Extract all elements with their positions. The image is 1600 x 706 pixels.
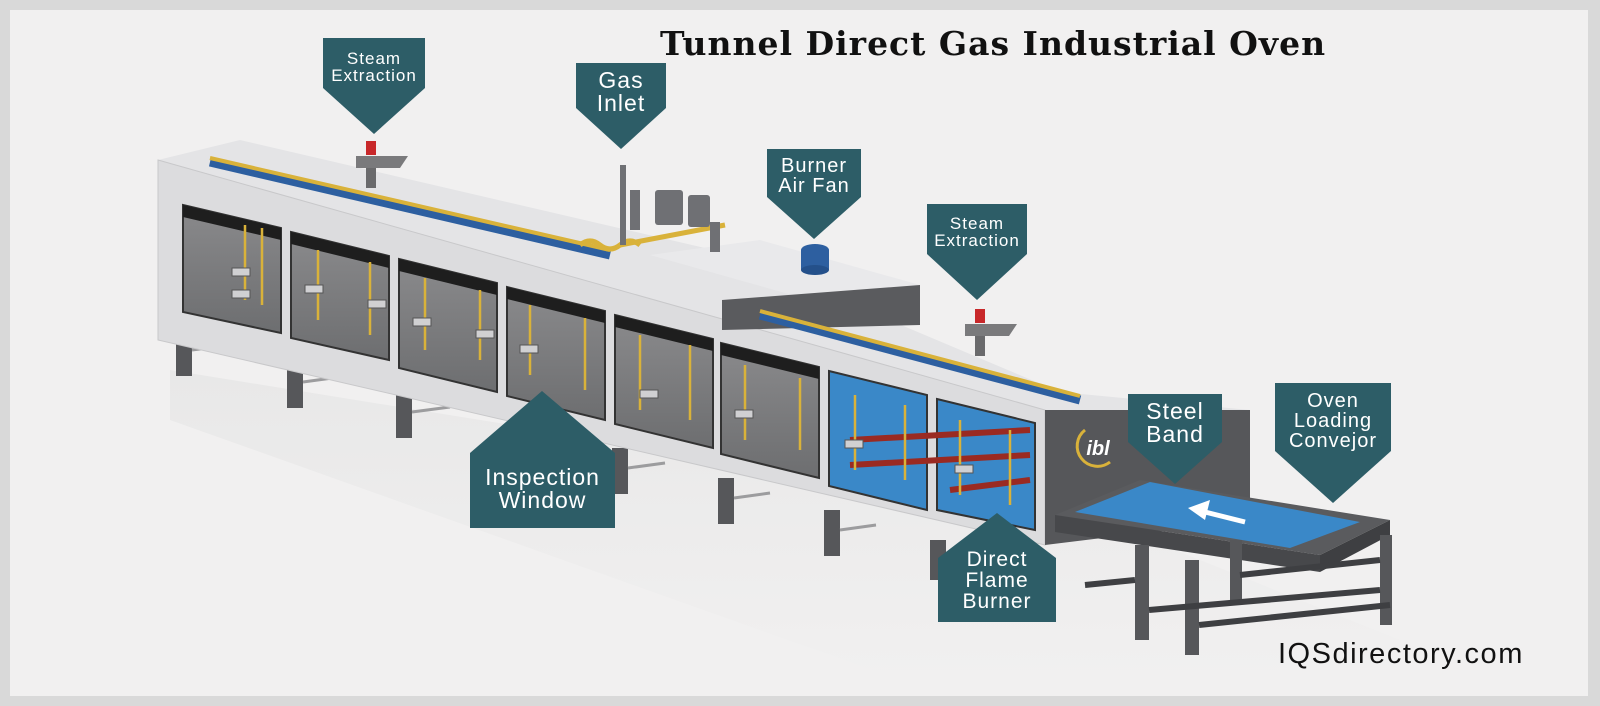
- callout-line: Inlet: [596, 90, 646, 116]
- diagram-title: Tunnel Direct Gas Industrial Oven: [660, 24, 1327, 63]
- callout-line: Convejor: [1288, 430, 1378, 452]
- callout-line: Window: [498, 487, 587, 513]
- gas-inlet-assembly: [620, 165, 720, 252]
- callout-line: Extraction: [934, 231, 1020, 250]
- callout-line: Burner: [780, 155, 848, 177]
- callout-line: Steel: [1146, 398, 1204, 424]
- conveyor-side: [1055, 515, 1320, 572]
- callout-line: Band: [1146, 421, 1204, 447]
- gas-manifold: [208, 156, 1082, 405]
- callout-line: Air Fan: [778, 175, 850, 197]
- callout-burner-air-fan: Burner Air Fan: [767, 149, 861, 239]
- fan-housing-top: [650, 240, 920, 300]
- callout-line: Steam: [346, 49, 402, 68]
- callout-line: Burner: [962, 590, 1032, 613]
- steam-extraction-unit-1: [356, 141, 408, 188]
- callout-line: Steam: [949, 214, 1005, 233]
- callout-direct-flame-burner: Direct Flame Burner: [938, 513, 1056, 622]
- window-header-strips: [183, 205, 819, 379]
- callout-steam-extraction-1: Steam Extraction: [323, 38, 425, 134]
- callout-gas-inlet: Gas Inlet: [576, 63, 666, 149]
- callout-line: Direct: [966, 548, 1028, 571]
- oven-illustration: ibl: [157, 140, 1400, 680]
- conveyor-direction-arrow: [1188, 500, 1246, 525]
- diagram-frame: ibl Tunnel Direct Gas Industrial Oven: [10, 10, 1588, 696]
- callout-line: Extraction: [331, 66, 417, 85]
- callout-line: Gas: [598, 67, 644, 93]
- callout-line: Loading: [1293, 410, 1373, 432]
- callout-line: Inspection: [485, 464, 600, 490]
- logo-text: ibl: [1086, 438, 1110, 460]
- callout-line: Flame: [965, 569, 1029, 592]
- steam-extraction-unit-2: [965, 309, 1017, 356]
- callout-oven-loading-conveyor: Oven Loading Convejor: [1275, 383, 1391, 503]
- burner-heads: [231, 267, 974, 474]
- callout-inspection-window: Inspection Window: [470, 391, 615, 528]
- heat-tubes: [849, 427, 1031, 493]
- callout-steam-extraction-2: Steam Extraction: [927, 204, 1027, 300]
- conveyor-rails: [1084, 557, 1391, 628]
- manufacturer-logo: ibl: [1075, 428, 1111, 468]
- callout-steel-band: Steel Band: [1128, 394, 1222, 484]
- site-watermark: IQSdirectory.com: [1278, 638, 1524, 670]
- callout-line: Oven: [1307, 390, 1359, 412]
